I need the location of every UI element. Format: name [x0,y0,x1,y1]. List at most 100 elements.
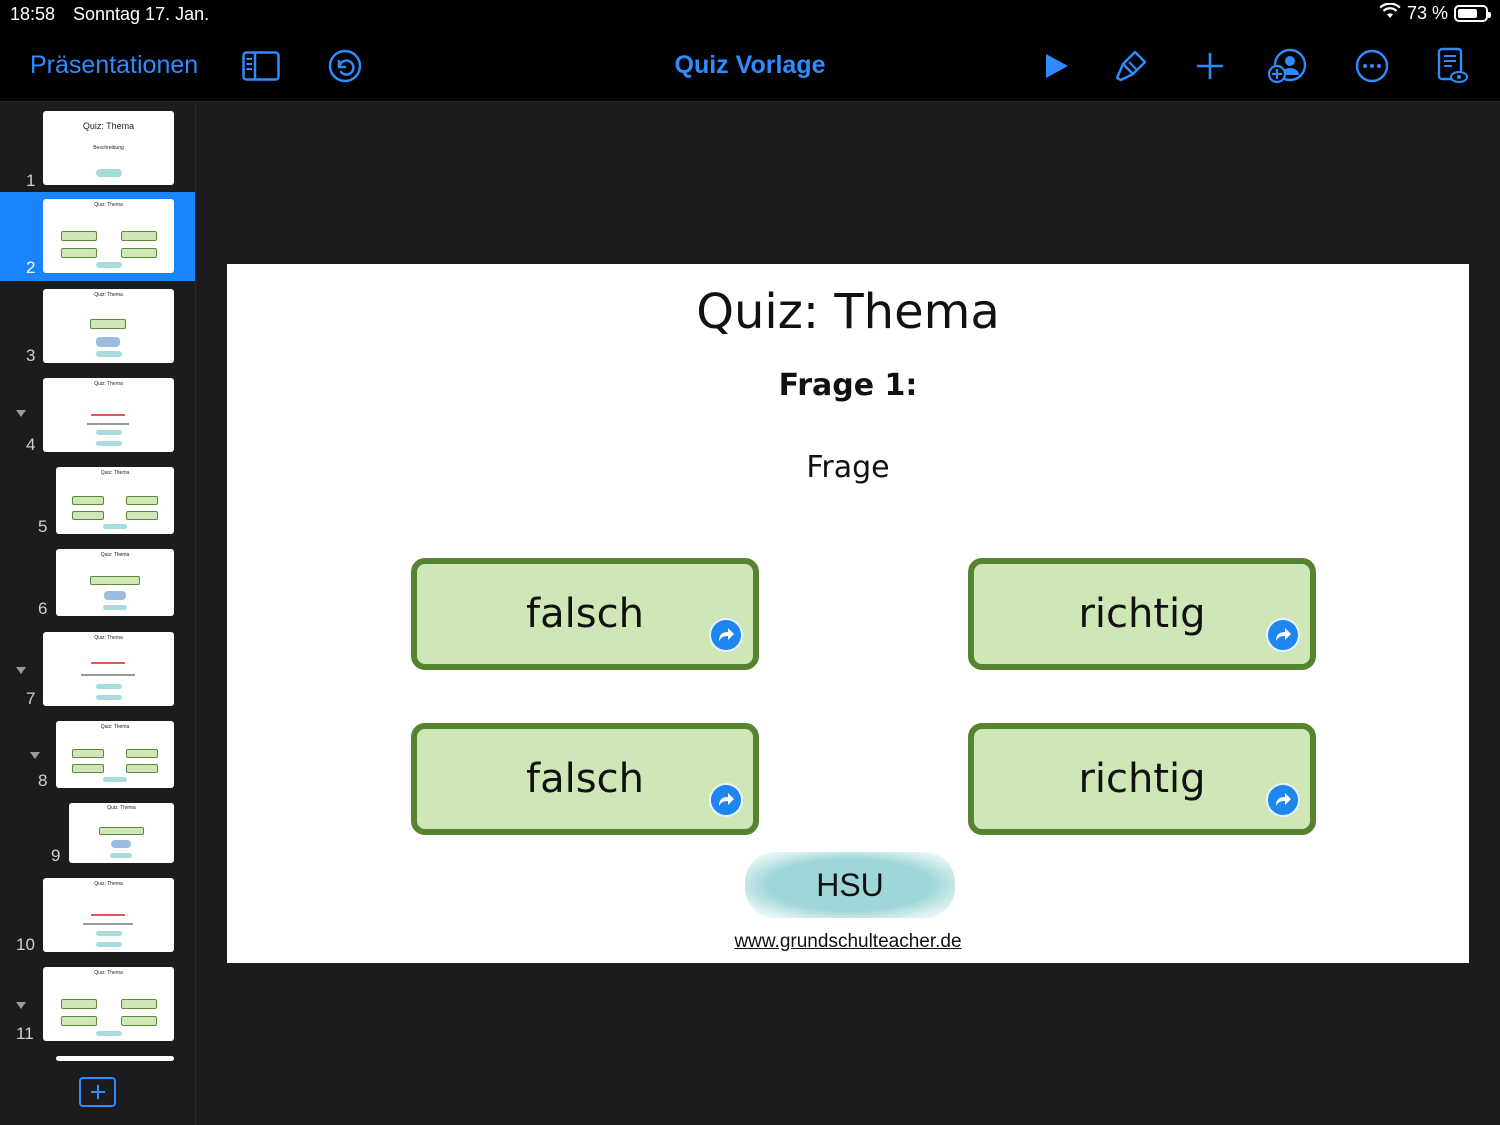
status-indicators: 73 % [1379,2,1491,24]
slide-thumbnail-4[interactable]: 4 Quiz: Thema [0,370,195,459]
slide-thumbnail-7[interactable]: 7 Quiz: Thema [0,623,195,712]
undo-icon[interactable] [325,46,365,86]
more-icon[interactable] [1352,46,1392,86]
thumb-badge [96,684,122,689]
slide-preview: Quiz: Thema [43,378,174,452]
thumb-text-line [91,414,125,416]
slide-canvas[interactable]: Quiz: Thema Frage 1: Frage falsch richti… [227,264,1469,963]
answer-box-1[interactable]: falsch [411,558,759,670]
slide-preview: Quiz: Thema [43,632,174,706]
question-text[interactable]: Frage [806,450,890,485]
thumb-text-line [81,674,135,676]
slide-number: 5 [38,517,48,536]
collapse-triangle-icon[interactable] [16,410,26,417]
presenter-notes-icon[interactable] [1432,46,1472,86]
thumb-text-line [83,923,133,925]
thumb-image [104,591,126,600]
slide-thumbnail-10[interactable]: 10 Quiz: Thema [0,869,195,958]
add-slide-button[interactable] [79,1077,116,1107]
slide-preview: Quiz: Thema [56,721,174,788]
status-date: Sonntag 17. Jan. [73,4,210,24]
slide-number: 9 [51,846,61,865]
thumb-title: Quiz: Thema [94,292,123,298]
brush-stroke-background [745,852,955,918]
slide-preview-partial[interactable] [56,1056,174,1061]
thumb-badge [110,853,132,858]
answer-box-2[interactable]: richtig [968,558,1316,670]
thumb-text-line [91,914,125,916]
slide-number: 4 [26,435,36,454]
plus-icon [90,1085,105,1099]
answer-label: richtig [1078,591,1206,637]
play-icon[interactable] [1036,46,1076,86]
subject-badge[interactable]: HSU [745,852,955,918]
slide-preview: Quiz: Thema [43,878,174,952]
answer-box-3[interactable]: falsch [411,723,759,835]
sidebar-toggle-icon[interactable] [241,46,281,86]
thumb-text-line [87,423,129,425]
website-link[interactable]: www.grundschulteacher.de [734,931,962,952]
battery-percent: 73 % [1406,3,1448,23]
thumb-badge [96,430,122,435]
answer-box-4[interactable]: richtig [968,723,1316,835]
slide-thumbnail-8[interactable]: 8 Quiz: Thema [0,712,195,794]
thumb-box [90,319,126,329]
thumb-title: Quiz: Thema [100,724,130,730]
slide-number: 11 [16,1024,34,1043]
slide-thumbnail-3[interactable]: 3 Quiz: Thema [0,281,195,370]
link-arrow-icon[interactable] [1266,618,1300,652]
thumb-box [121,231,157,241]
slide-thumbnail-1[interactable]: 1 Quiz: Thema Beschreibung [0,107,195,193]
slide-thumbnail-5[interactable]: 5 Quiz: Thema [0,459,195,541]
thumb-badge [96,441,122,446]
thumb-title: Quiz: Thema [94,881,123,887]
thumb-image [96,337,120,347]
link-arrow-icon[interactable] [709,618,743,652]
thumb-box [126,764,158,773]
format-brush-icon[interactable] [1111,46,1151,86]
thumb-title: Quiz: Thema [94,635,123,641]
thumb-box [61,248,97,258]
slide-thumbnail-2[interactable]: 2 Quiz: Thema [0,192,195,281]
slide-preview: Quiz: Thema [43,289,174,363]
plus-icon[interactable] [1190,46,1230,86]
slide-number: 10 [16,935,35,954]
collapse-triangle-icon[interactable] [16,667,26,674]
question-heading[interactable]: Frage 1: [778,368,918,403]
link-arrow-icon[interactable] [709,783,743,817]
status-bar: 18:58 Sonntag 17. Jan. 73 % [0,0,1500,30]
slide-thumbnail-11[interactable]: 11 Quiz: Thema [0,958,195,1047]
collapse-triangle-icon[interactable] [30,752,40,759]
slide-thumbnail-6[interactable]: 6 Quiz: Thema [0,541,195,623]
collapse-triangle-icon[interactable] [16,1002,26,1009]
slide-preview: Quiz: Thema [56,467,174,534]
thumb-title: Quiz: Thema [100,552,130,558]
slide-navigator: 1 Quiz: Thema Beschreibung 2 Quiz: Thema… [0,103,196,1125]
answer-label: falsch [526,756,644,802]
thumb-box [126,749,158,758]
presentations-back-button[interactable]: Präsentationen [30,51,199,79]
thumb-title: Quiz: Thema [82,121,135,131]
toolbar: Präsentationen Quiz Vorlage [0,30,1500,102]
link-arrow-icon[interactable] [1266,783,1300,817]
thumb-badge [96,1031,122,1036]
thumb-box [72,511,104,520]
thumb-box [72,749,104,758]
thumb-title: Quiz: Thema [94,970,123,976]
collaborate-icon[interactable] [1268,46,1308,86]
thumb-box [61,1016,97,1026]
slide-thumbnail-9[interactable]: 9 Quiz: Thema [0,794,195,869]
subject-badge-label: HSU [816,866,884,903]
slide-number: 7 [26,689,36,708]
thumb-badge [96,931,122,936]
slide-preview: Quiz: Thema [56,549,174,616]
document-title[interactable]: Quiz Vorlage [674,51,826,79]
slide-title[interactable]: Quiz: Thema [696,284,1000,340]
thumb-box [126,511,158,520]
slide-number: 2 [26,258,36,277]
thumb-box [61,999,97,1009]
thumb-box [61,231,97,241]
thumb-box [121,999,157,1009]
thumb-image [111,840,131,848]
thumb-text-line [91,662,125,664]
